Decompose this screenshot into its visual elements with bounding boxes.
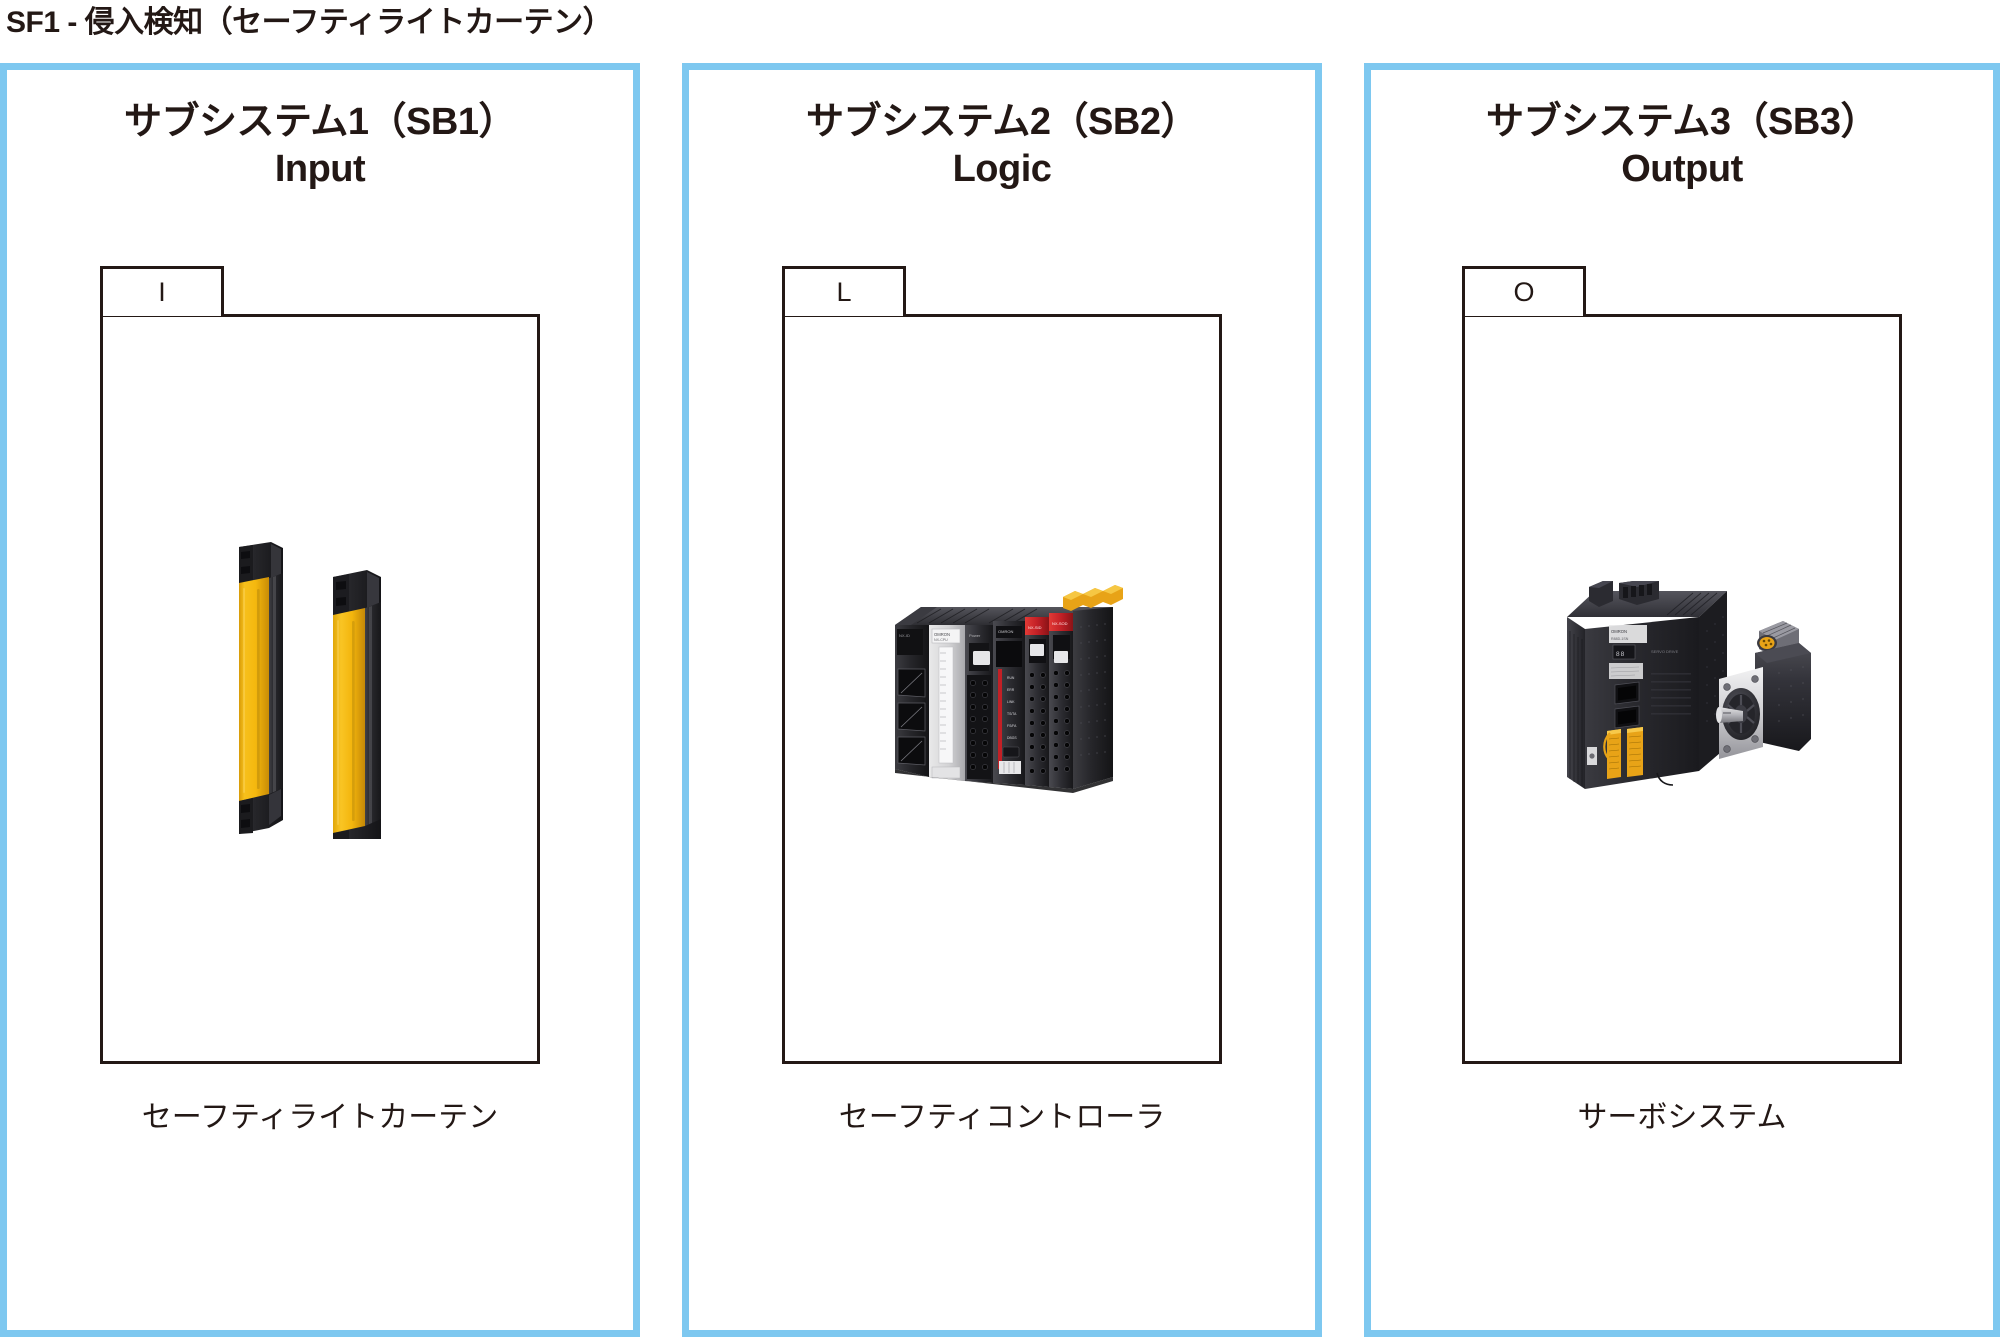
orange-terminal-connectors <box>1603 727 1643 780</box>
subsystem-caption-sb2: セーフティコントローラ <box>838 1100 1166 1134</box>
svg-text:R88D-1SN: R88D-1SN <box>1611 637 1629 641</box>
drive-connector-sockets <box>1614 681 1640 729</box>
subsystem-header-sb2: サブシステム2（SB2） Logic <box>806 100 1198 192</box>
terminal-connector-tabs <box>1063 585 1123 612</box>
svg-text:NX-ID: NX-ID <box>899 633 910 638</box>
servo-motor <box>1716 621 1811 760</box>
svg-text:OMRON: OMRON <box>1611 629 1627 634</box>
svg-text:LINK: LINK <box>1007 700 1015 704</box>
light-curtain-right <box>333 569 381 839</box>
subsystem-panels: サブシステム1（SB1） Input I <box>0 63 2000 1337</box>
subsystem-box-sb2: L <box>782 265 1222 1066</box>
safety-light-curtain-image <box>239 541 381 839</box>
subsystem-tab-sb2: L <box>782 265 906 316</box>
subsystem-box-body-sb1 <box>100 313 540 1064</box>
svg-text:NX-CPU: NX-CPU <box>934 638 948 642</box>
io-module-left-stack: NX-ID <box>895 625 929 778</box>
subsystem-caption-sb3: サーボシステム <box>1577 1100 1787 1134</box>
svg-text:Power: Power <box>969 633 981 638</box>
light-curtain-left <box>239 541 283 834</box>
svg-text:SERVO DRIVE: SERVO DRIVE <box>1651 649 1679 654</box>
safety-controller-image: NX-ID <box>895 585 1123 794</box>
subsystem-header-sb3: サブシステム3（SB3） Output <box>1486 100 1878 192</box>
subsystem-panel-sb1[interactable]: サブシステム1（SB1） Input I <box>0 63 640 1337</box>
drive-top-connectors <box>1589 581 1659 608</box>
subsystem-panel-sb3[interactable]: サブシステム3（SB3） Output O <box>1364 63 2000 1337</box>
safety-io-modules: NX-SID <box>1025 613 1073 790</box>
subsystem-title-jp-sb2: サブシステム2（SB2） <box>806 101 1198 143</box>
svg-text:NX-SID: NX-SID <box>1028 625 1042 630</box>
subsystem-tab-sb1: I <box>100 265 224 316</box>
svg-text:TS/TA: TS/TA <box>1007 712 1017 716</box>
subsystem-title-en-sb1: Input <box>274 147 366 190</box>
subsystem-tab-sb3: O <box>1462 265 1586 316</box>
svg-text:RUN: RUN <box>1007 676 1015 680</box>
subsystem-box-body-sb3: OMRON R88D-1SN 88 <box>1462 313 1902 1064</box>
subsystem-panel-sb2[interactable]: サブシステム2（SB2） Logic L <box>682 63 1322 1337</box>
svg-text:OMRON: OMRON <box>934 632 950 637</box>
safety-cpu-module: OMRON RUN ERR LINK TS/TA FS/FA <box>993 621 1025 786</box>
io-module-mid: Power <box>965 625 993 784</box>
subsystem-caption-sb1: セーフティライトカーテン <box>141 1100 499 1134</box>
subsystem-box-sb3: O <box>1462 265 1902 1066</box>
cpu-module: OMRON NX-CPU <box>929 625 965 782</box>
svg-text:ERR: ERR <box>1007 688 1015 692</box>
servo-system-image: OMRON R88D-1SN 88 <box>1567 581 1811 790</box>
subsystem-title-en-sb2: Logic <box>952 147 1052 190</box>
servo-drive: OMRON R88D-1SN 88 <box>1567 581 1727 790</box>
end-cover-module <box>1073 607 1113 790</box>
svg-text:DBGS: DBGS <box>1007 736 1017 740</box>
subsystem-box-body-sb2: NX-ID <box>782 313 1222 1064</box>
page-title: SF1 - 侵入検知（セーフティライトカーテン） <box>6 6 613 39</box>
subsystem-box-sb1: I <box>100 265 540 1066</box>
subsystem-title-jp-sb1: サブシステム1（SB1） <box>124 101 516 143</box>
svg-text:88: 88 <box>1616 651 1625 658</box>
svg-text:OMRON: OMRON <box>998 629 1013 634</box>
subsystem-title-en-sb3: Output <box>1621 147 1743 190</box>
svg-text:NX-SOD: NX-SOD <box>1052 621 1068 626</box>
subsystem-header-sb1: サブシステム1（SB1） Input <box>124 100 516 192</box>
subsystem-title-jp-sb3: サブシステム3（SB3） <box>1486 101 1878 143</box>
svg-text:FS/FA: FS/FA <box>1007 724 1017 728</box>
